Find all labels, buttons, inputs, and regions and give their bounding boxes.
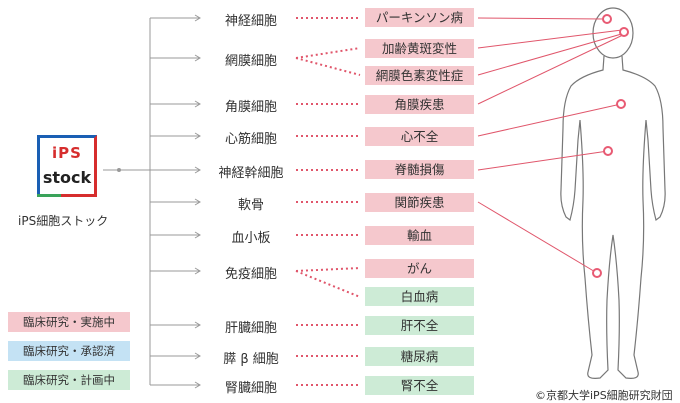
logo-stock-text: stock [42,168,92,187]
disease-amd: 加齢黄斑変性 [365,39,474,58]
legend-item-planned: 臨床研究・計画中 [8,370,130,390]
dotted-connectors [295,17,361,386]
legend-item-approved: 臨床研究・承認済 [8,341,130,361]
disease-cancer: がん [365,259,474,278]
cell-label-immune: 免疫細胞 [224,267,277,282]
cell-label-cardiomyocyte: 心筋細胞 [224,132,277,147]
cell-label-cartilage: 軟骨 [237,198,264,213]
disease-diabetes: 糖尿病 [365,347,474,366]
branch-tree [103,14,201,389]
body-markers [592,14,629,278]
human-figure [560,7,666,379]
logo-ips-text: iPS [52,144,82,162]
disease-joint: 関節疾患 [365,193,474,212]
disease-parkinsons: パーキンソン病 [365,8,474,27]
cell-label-kidney: 腎臓細胞 [224,381,277,396]
disease-transfusion: 輸血 [365,226,474,245]
logo-caption: iPS細胞ストック [18,214,109,228]
cell-label-hepatocyte: 肝臓細胞 [224,321,277,336]
cell-label-platelet: 血小板 [231,231,271,246]
cell-label-cornea: 角膜細胞 [224,100,277,115]
disease-kidney-failure: 腎不全 [365,376,474,395]
disease-heart-failure: 心不全 [365,127,474,146]
ips-stock-logo: iPS stock [37,135,97,197]
disease-leukemia: 白血病 [365,287,474,306]
cell-label-neuron: 神経細胞 [224,14,277,29]
disease-liver-failure: 肝不全 [365,316,474,335]
copyright-notice: ©京都大学iPS細胞研究財団 [535,389,673,402]
cell-label-retina: 網膜細胞 [224,54,277,69]
disease-corneal: 角膜疾患 [365,95,474,114]
disease-spinal-cord-injury: 脊髄損傷 [365,160,474,179]
legend-item-in-progress: 臨床研究・実施中 [8,312,130,332]
cell-label-pancreatic-beta: 膵 β 細胞 [223,352,279,367]
cell-label-neural-stem: 神経幹細胞 [218,166,284,181]
body-connectors [477,17,626,274]
disease-retinitis-pigmentosa: 網膜色素変性症 [365,66,474,85]
